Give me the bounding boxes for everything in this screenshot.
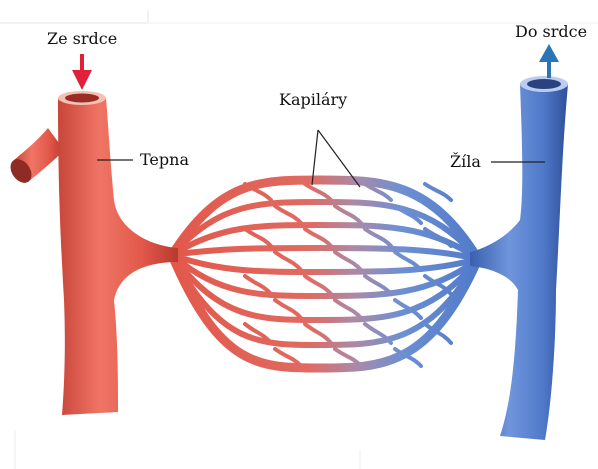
artery-lumen [65,94,99,103]
capillary-connection [305,229,331,246]
capillary-connection [275,252,301,270]
vein [470,76,568,440]
arrow-out-of-vein [539,44,559,78]
artery-body [58,98,178,415]
capillary-connection [275,300,301,318]
capillary-vessel [172,248,478,259]
capillary-connection [275,206,301,223]
capillary-connection [305,324,331,343]
capillary-connection [365,229,391,246]
capillary-connection [335,300,361,318]
artery [6,91,178,415]
capillary-connection [365,276,391,294]
from-heart-label: Ze srdce [47,29,117,48]
vein-label: Žíla [450,151,481,171]
capillary-connection [335,206,361,223]
vein-lumen [527,79,561,89]
capillary-connection [335,252,361,270]
artery-label: Tepna [140,150,189,169]
capillary-connection [425,184,451,200]
capillary-connection [245,229,271,246]
vein-body [470,84,568,440]
capillary-connection [305,184,331,200]
capillaries-label: Kapiláry [279,90,347,109]
capillary-connection [305,276,331,294]
capillary-vessel [172,255,478,272]
capillary-network [172,180,478,368]
arrow-into-artery [72,54,92,90]
to-heart-label: Do srdce [515,22,587,41]
